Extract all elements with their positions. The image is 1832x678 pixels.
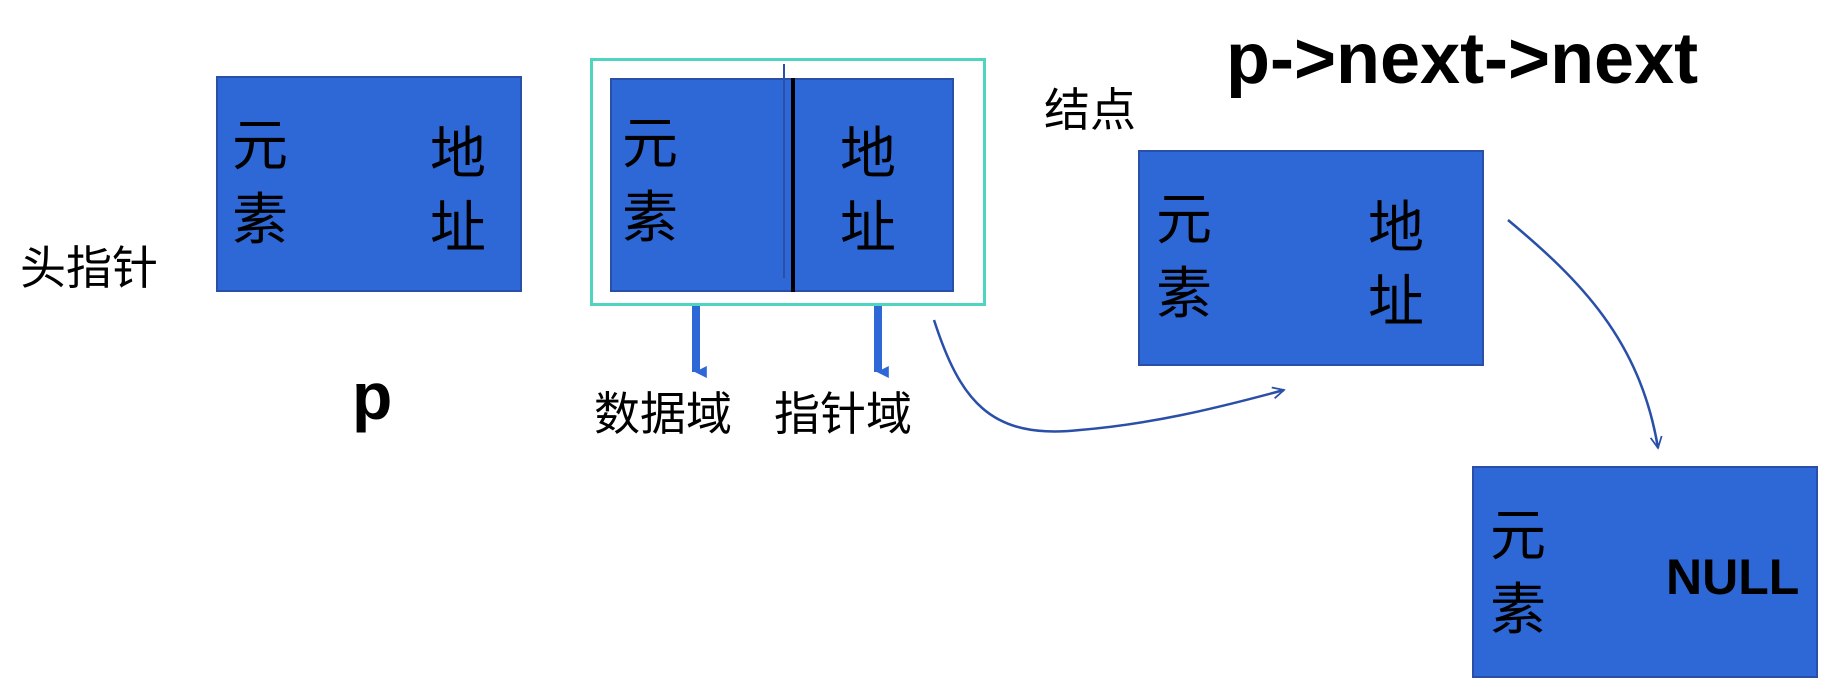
tail-node-element: 元 素 <box>1490 504 1546 643</box>
node-2-element: 元 素 <box>622 112 678 251</box>
head-node-address: 地 址 <box>430 122 486 261</box>
link-arrow-node2-to-node3 <box>932 319 1284 433</box>
node-3 <box>1138 150 1484 366</box>
data-field-label: 数据域 <box>594 387 732 441</box>
head-pointer-label: 头指针 <box>20 241 158 295</box>
node-2-address: 地 址 <box>840 122 896 261</box>
p-label: p <box>352 359 393 433</box>
node-3-address: 地 址 <box>1368 196 1424 335</box>
link-arrow-node3-to-tail <box>1507 219 1658 448</box>
pointer-field-label: 指针域 <box>774 387 912 441</box>
head-node-element: 元 素 <box>232 114 288 253</box>
null-label: NULL <box>1666 549 1800 605</box>
node-3-element: 元 素 <box>1156 188 1212 327</box>
node-highlight-frame <box>590 58 986 306</box>
node-label: 结点 <box>1044 83 1136 137</box>
tail-node <box>1472 466 1818 678</box>
expression-title: p->next->next <box>1226 19 1699 99</box>
head-node <box>216 76 522 292</box>
node-2 <box>610 78 954 292</box>
